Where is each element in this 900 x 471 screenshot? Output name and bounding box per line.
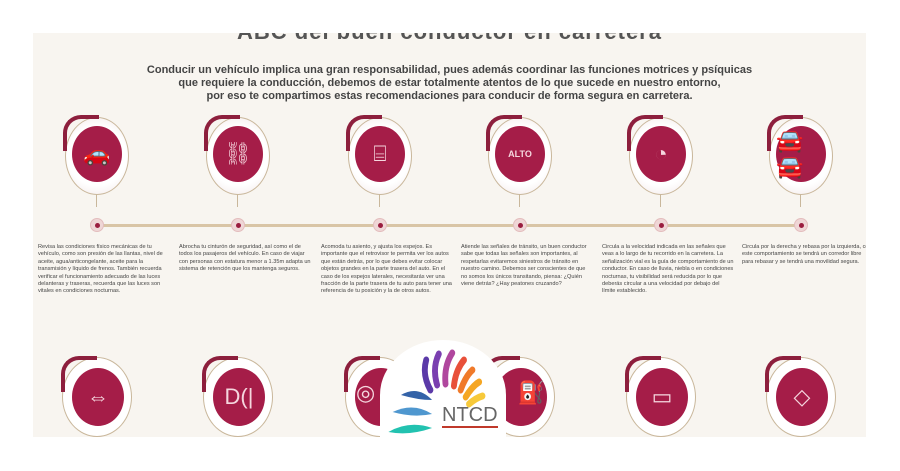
pin-arc	[204, 115, 240, 151]
pin-tip	[519, 194, 520, 207]
two-cars-icon: 🚘🚘	[776, 126, 826, 182]
step-pin: 🚘🚘	[767, 115, 833, 209]
pin-arc	[627, 115, 663, 151]
bottom-pin: D(|	[202, 356, 273, 437]
bottom-pin: ⇔	[61, 356, 132, 437]
timeline-dot	[654, 218, 668, 232]
mirror-icon: ⌸	[355, 126, 405, 182]
timeline-line	[97, 224, 802, 227]
pin-arc	[346, 115, 382, 151]
seatbelt-icon: ⛓	[213, 126, 263, 182]
step-pin: ⌸	[346, 115, 412, 209]
intro-line: Conducir un vehículo implica una gran re…	[146, 64, 753, 76]
step-description: Circula por la derecha y rebasa por la i…	[742, 244, 866, 265]
bottom-pin: ▭	[625, 356, 696, 437]
step-pin: ALTO	[486, 115, 552, 209]
logo-text: NTCD	[442, 404, 498, 428]
step-description: Revisa las condiciones físico mecánicas …	[38, 244, 163, 295]
ntcd-logo: NTCD	[380, 340, 506, 450]
pin-arc	[61, 356, 97, 392]
step-description: Circula a la velocidad indicada en las s…	[602, 244, 734, 295]
timeline-dot	[90, 218, 104, 232]
pin-tip	[237, 194, 238, 207]
timeline-dot	[373, 218, 387, 232]
timeline-dot	[794, 218, 808, 232]
logo-swirl-icon	[388, 349, 486, 434]
pin-tip	[800, 194, 801, 207]
pin-arc	[344, 356, 380, 392]
pin-arc	[202, 356, 238, 392]
headlights-icon: D(|	[213, 368, 265, 426]
step-pin: ◔	[627, 115, 693, 209]
pin-arc	[767, 115, 803, 151]
side-mirror-icon: ▭	[636, 368, 688, 426]
pin-arc	[63, 115, 99, 151]
speedometer-icon: ◔	[636, 126, 686, 182]
pedestrian-sign-icon: ◇	[776, 368, 828, 426]
timeline-dot	[231, 218, 245, 232]
stop-sign-icon: ALTO	[495, 126, 545, 182]
pin-arc	[765, 356, 801, 392]
step-pin: 🚗	[63, 115, 129, 209]
pin-tip	[379, 194, 380, 207]
infographic-title: ABC del buen conductor en carretera	[33, 33, 866, 45]
step-description: Atiende las señales de tránsito, un buen…	[461, 244, 587, 288]
car-check-icon: 🚗	[72, 126, 122, 182]
bottom-pin: ◇	[765, 356, 836, 437]
lane-change-arrows-icon: ⇔	[72, 368, 124, 426]
intro-text: Conducir un vehículo implica una gran re…	[53, 64, 846, 103]
pin-arc	[625, 356, 661, 392]
step-description: Acomoda tu asiento, y ajusta los espejos…	[321, 244, 452, 295]
intro-line: por eso te compartimos estas recomendaci…	[206, 90, 693, 102]
timeline-dot	[513, 218, 527, 232]
pin-tip	[96, 194, 97, 207]
intro-line: que requiere la conducción, debemos de e…	[178, 77, 721, 89]
step-pin: ⛓	[204, 115, 270, 209]
pin-tip	[660, 194, 661, 207]
step-description: Abrocha tu cinturón de seguridad, así co…	[179, 244, 311, 273]
pin-arc	[486, 115, 522, 151]
